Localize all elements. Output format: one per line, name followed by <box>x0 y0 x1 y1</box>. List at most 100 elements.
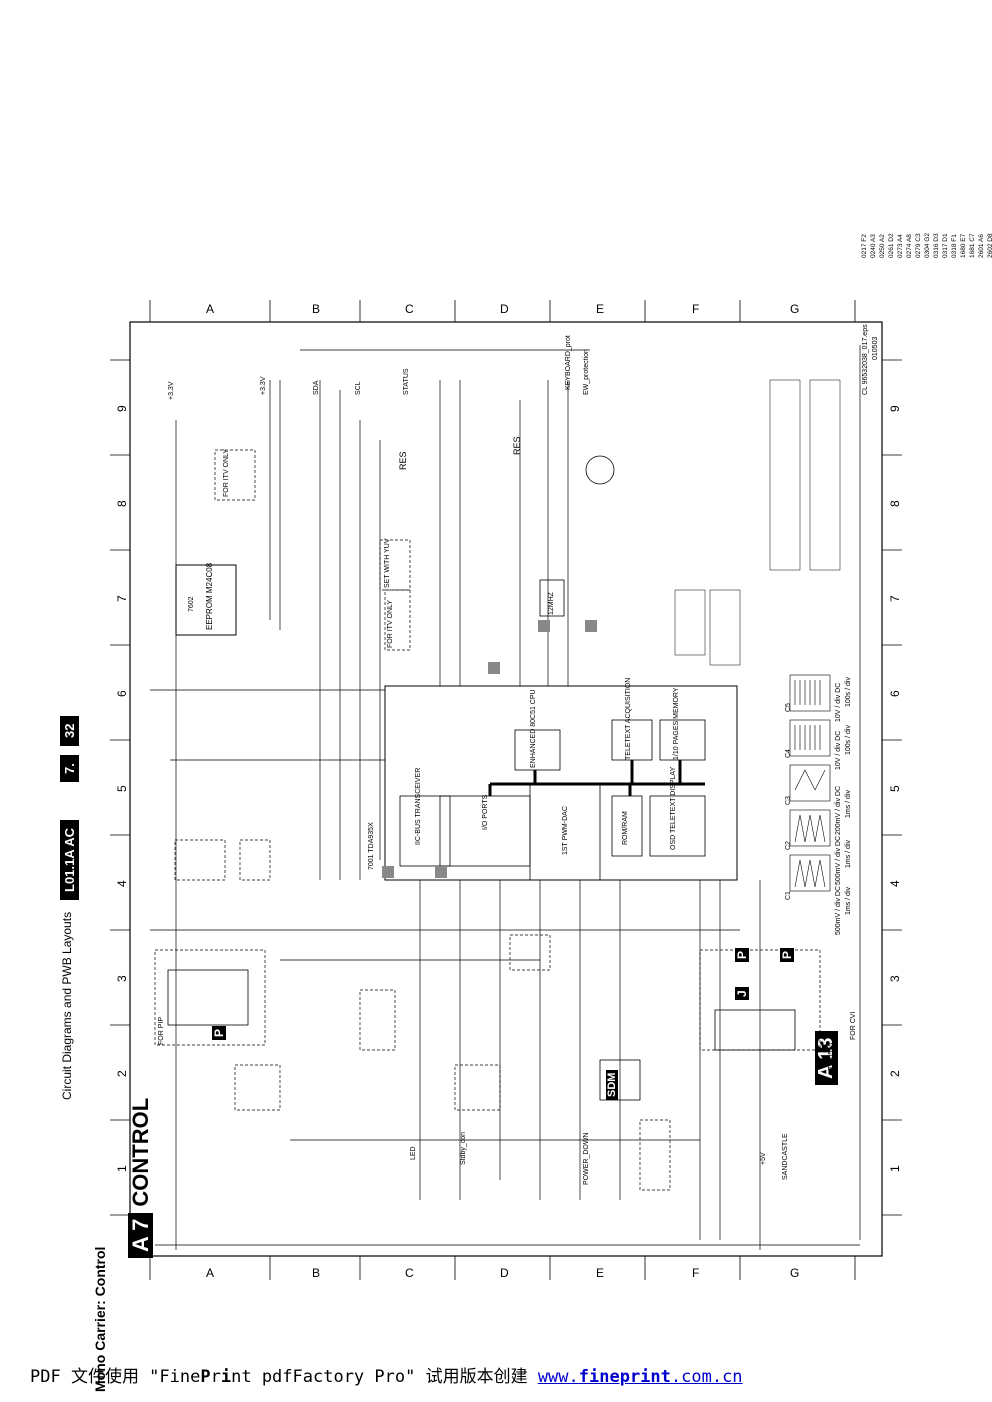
grid-row-c-top: C <box>405 302 414 316</box>
legend-entry: 1681 C7 <box>969 233 976 258</box>
grid-col-3-left: 3 <box>115 975 129 982</box>
grid-row-b-bottom: B <box>312 1266 321 1280</box>
scope-c3-scale: 200mV / div DC <box>835 785 842 835</box>
footer-link[interactable]: www.fineprint.com.cn <box>537 1367 743 1387</box>
scope-c1-scale: 500mV / div DC <box>835 885 842 935</box>
pdf-footer: PDF 文件使用 "FinePrint pdfFactory Pro" 试用版本… <box>30 1362 970 1392</box>
grid-col-9-left: 9 <box>115 405 129 412</box>
label-sandcastle: SANDCASTLE <box>782 1133 789 1180</box>
cpu-label: ENHANCED 80C51 CPU <box>530 689 537 768</box>
legend-entry: 0273 A4 <box>897 234 904 258</box>
label-standby: Stdby_con <box>460 1131 467 1165</box>
scope-c5-id: C5 <box>785 703 792 712</box>
memory-label: 1/10 PAGES MEMORY <box>673 687 680 761</box>
label-res-2: RES <box>512 436 522 455</box>
circuit-diagram <box>110 300 902 1280</box>
label-for-cvi: FOR CVI <box>850 1011 857 1040</box>
grid-row-e-top: E <box>596 302 605 316</box>
grid-col-1-left: 1 <box>115 1165 129 1172</box>
label-to-0565: TO 0565 <box>828 1042 835 1070</box>
eeprom-ref: 7602 <box>188 596 195 612</box>
grid-row-f-top: F <box>692 302 700 316</box>
label-ew-protection: EW_protection <box>583 349 590 395</box>
label-for-itv-2: FOR ITV ONLY <box>387 599 394 648</box>
scope-c5-time: 100s / div <box>845 677 852 707</box>
grid-col-1-right: 1 <box>888 1165 902 1172</box>
label-status: STATUS <box>403 368 410 395</box>
label-plus5: +5V <box>760 1152 767 1165</box>
grid-row-f-bottom: F <box>692 1266 700 1280</box>
connector-p-2: P <box>735 947 749 962</box>
grid-col-9-right: 9 <box>888 405 902 412</box>
scope-c1-id: C1 <box>785 891 792 900</box>
legend-entry: 0250 A2 <box>879 234 886 258</box>
file-ref: CL 96532038_017.eps <box>862 324 869 395</box>
grid-col-4-right: 4 <box>888 880 902 887</box>
ic-label: 7001 TDA935X <box>368 822 375 870</box>
connector-p-1: P <box>212 1025 226 1040</box>
crystal-label: 12MHZ <box>548 592 555 615</box>
grid-col-4-left: 4 <box>115 880 129 887</box>
legend-entry: 0304 G2 <box>924 233 931 258</box>
legend-entry: 0317 D1 <box>942 233 949 258</box>
connector-p-3: P <box>780 947 794 962</box>
sdm-label: SDM <box>606 1069 618 1100</box>
eeprom-label: EEPROM M24C08 <box>205 562 214 630</box>
grid-row-c-bottom: C <box>405 1266 414 1280</box>
label-res-1: RES <box>398 451 408 470</box>
rom-ram-label: ROM/RAM <box>622 811 629 845</box>
legend-entry: 0318 F1 <box>951 234 958 258</box>
iic-bus-label: IIC-BUS TRANSCEIVER <box>415 767 422 845</box>
legend-entry: 0240 A3 <box>870 234 877 258</box>
io-ports-label: I/O PORTS <box>482 794 489 830</box>
teletext-label: TELETEXT ACQUISITION <box>625 677 632 760</box>
legend-entry: 2602 D8 <box>987 233 992 258</box>
osd-label: OSD TELETEXT DISPLAY <box>670 766 677 850</box>
scope-c1-time: 1ms / div <box>845 886 852 915</box>
legend-entry: 0279 C3 <box>915 233 922 258</box>
grid-col-2-right: 2 <box>888 1070 902 1077</box>
scope-c4-scale: 10V / div DC <box>835 730 842 770</box>
connector-j: J <box>735 987 749 1000</box>
schematic-sheet: Mono Carrier: Control Circuit Diagrams a… <box>60 227 992 1392</box>
grid-col-7-left: 7 <box>115 595 129 602</box>
legend-entry: 0274 A8 <box>906 234 913 258</box>
legend-entry: 0261 D2 <box>888 233 895 258</box>
legend-entry: 2601 A6 <box>978 234 985 258</box>
grid-col-8-left: 8 <box>115 500 129 507</box>
footer-text: PDF 文件使用 "FinePrint pdfFactory Pro" 试用版本… <box>30 1367 538 1387</box>
scope-c5-scale: 10V / div DC <box>835 682 842 722</box>
grid-col-7-right: 7 <box>888 595 902 602</box>
grid-row-d-bottom: D <box>500 1266 509 1280</box>
grid-col-8-right: 8 <box>888 500 902 507</box>
legend-entry: 1680 E7 <box>960 233 967 258</box>
grid-col-5-right: 5 <box>888 785 902 792</box>
grid-col-6-left: 6 <box>115 690 129 697</box>
grid-col-3-right: 3 <box>888 975 902 982</box>
grid-col-6-right: 6 <box>888 690 902 697</box>
label-led: LED <box>410 1146 417 1160</box>
grid-row-d-top: D <box>500 302 509 316</box>
label-scl: SCL <box>355 381 362 395</box>
label-plus33-1: +3.3V <box>168 381 175 401</box>
scope-c2-scale: 500mV / div DC <box>835 835 842 885</box>
grid-row-a-top: A <box>206 302 215 316</box>
label-power-down: POWER_DOWN <box>583 1132 590 1186</box>
grid-row-b-top: B <box>312 302 321 316</box>
scope-c3-id: C3 <box>785 796 792 805</box>
label-for-pip: FOR PIP <box>158 1016 165 1045</box>
label-set-yuv: SET WITH YUV <box>384 538 391 588</box>
file-date: 010503 <box>872 336 879 360</box>
scope-c4-id: C4 <box>785 749 792 758</box>
label-sda: SDA <box>313 380 320 395</box>
scope-c2-id: C2 <box>785 841 792 850</box>
label-for-itv-1: FOR ITV ONLY <box>223 448 230 497</box>
scope-c3-time: 1ms / div <box>845 789 852 818</box>
grid-row-e-bottom: E <box>596 1266 605 1280</box>
label-plus33-2: +3.3V <box>260 376 267 396</box>
grid-row-g-top: G <box>790 302 800 316</box>
grid-col-2-left: 2 <box>115 1070 129 1077</box>
legend-entry: 0316 D3 <box>933 233 940 258</box>
label-keyboard: KEYBOARD_prot <box>565 335 572 390</box>
